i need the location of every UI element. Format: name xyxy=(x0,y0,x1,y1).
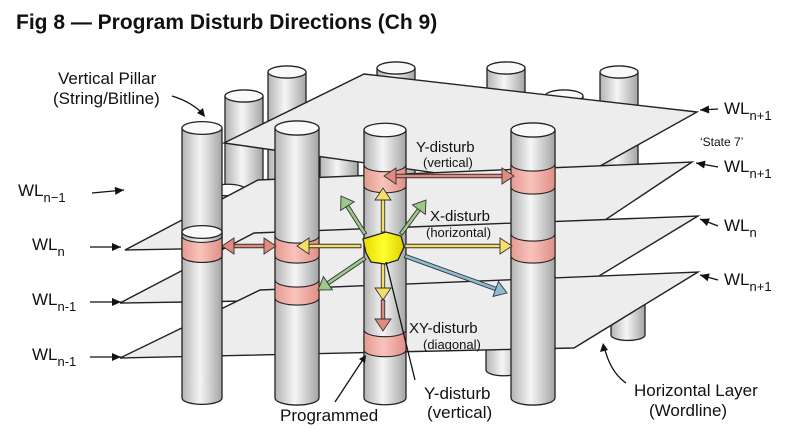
svg-text:Y-disturb: Y-disturb xyxy=(416,139,475,156)
right-wl-label-1: WLn+1 xyxy=(699,99,772,123)
svg-text:(horizontal): (horizontal) xyxy=(426,225,491,240)
disturbed-cell xyxy=(274,279,320,306)
svg-text:XY-disturb: XY-disturb xyxy=(409,320,478,337)
x-disturb-label: X-disturb (horizontal) xyxy=(426,208,491,240)
xy-disturb-arrow xyxy=(403,253,508,298)
left-wl-label-4: WLn-1 xyxy=(32,345,121,369)
svg-text:Y-disturb: Y-disturb xyxy=(424,384,490,403)
programmed-callout: Programmed xyxy=(280,261,416,425)
disturbed-cell xyxy=(181,235,223,263)
programmed-cell xyxy=(362,231,405,265)
x-disturb-left-arrow xyxy=(296,237,362,255)
disturbed-cell xyxy=(510,233,556,264)
left-wl-label-1: WLn−1 xyxy=(18,181,125,205)
y-disturb-bottom-arrow xyxy=(374,299,392,332)
svg-text:WLn-1: WLn-1 xyxy=(32,290,76,314)
disturb-arrows xyxy=(221,167,515,332)
svg-text:‘State 7’: ‘State 7’ xyxy=(700,135,743,149)
x-disturb-right-arrow xyxy=(404,237,513,255)
left-wl-label-3: WLn-1 xyxy=(32,290,121,314)
svg-text:Vertical Pillar: Vertical Pillar xyxy=(58,69,157,88)
svg-text:Programmed: Programmed xyxy=(280,406,378,425)
right-wl-label-2: WLn+1 xyxy=(695,157,772,181)
disturbed-cell xyxy=(363,329,407,358)
right-wl-label-4: WLn+1 xyxy=(699,270,772,294)
svg-text:(diagonal): (diagonal) xyxy=(423,337,481,352)
svg-text:(Wordline): (Wordline) xyxy=(649,401,727,420)
diagonal-down-left-arrow xyxy=(317,255,367,291)
left-wl-label-2: WLn xyxy=(32,235,121,259)
diagonal-up-left-arrow xyxy=(340,195,368,236)
xy-disturb-label: XY-disturb (diagonal) xyxy=(409,320,481,352)
svg-text:Horizontal Layer: Horizontal Layer xyxy=(634,381,758,400)
svg-text:WLn−1: WLn−1 xyxy=(18,181,66,205)
vertical-pillar-callout: Vertical Pillar (String/Bitline) xyxy=(53,69,205,117)
svg-text:(String/Bitline): (String/Bitline) xyxy=(53,89,160,108)
front-pillar-2 xyxy=(274,120,320,406)
state-note-label: ‘State 7’ xyxy=(700,135,743,149)
svg-text:WLn-1: WLn-1 xyxy=(32,345,76,369)
svg-text:WLn: WLn xyxy=(724,216,757,240)
svg-text:WLn+1: WLn+1 xyxy=(724,99,772,123)
y-disturb-top-arrow xyxy=(383,167,515,185)
figure-title: Fig 8 — Program Disturb Directions (Ch 9… xyxy=(16,11,437,34)
front-pillar-1 xyxy=(181,120,223,406)
row-disturb-arrow xyxy=(221,237,277,255)
svg-text:(vertical): (vertical) xyxy=(423,155,473,170)
horizontal-layer-callout: Horizontal Layer (Wordline) xyxy=(600,343,758,420)
svg-text:X-disturb: X-disturb xyxy=(430,208,490,225)
y-disturb-bottom-label: Y-disturb (vertical) xyxy=(424,384,492,422)
front-pillar-group xyxy=(181,120,556,406)
diagonal-up-right-arrow xyxy=(398,199,427,236)
svg-text:WLn: WLn xyxy=(32,235,65,259)
right-wl-label-3: WLn xyxy=(699,216,757,240)
svg-text:WLn+1: WLn+1 xyxy=(724,270,772,294)
disturbed-cell xyxy=(510,163,556,195)
vertical-up-arrow xyxy=(374,187,392,233)
front-pillar-4 xyxy=(510,122,556,406)
svg-text:(vertical): (vertical) xyxy=(427,403,492,422)
svg-text:WLn+1: WLn+1 xyxy=(724,157,772,181)
front-pillar-5 xyxy=(181,224,223,264)
y-disturb-top-label: Y-disturb (vertical) xyxy=(416,139,475,170)
